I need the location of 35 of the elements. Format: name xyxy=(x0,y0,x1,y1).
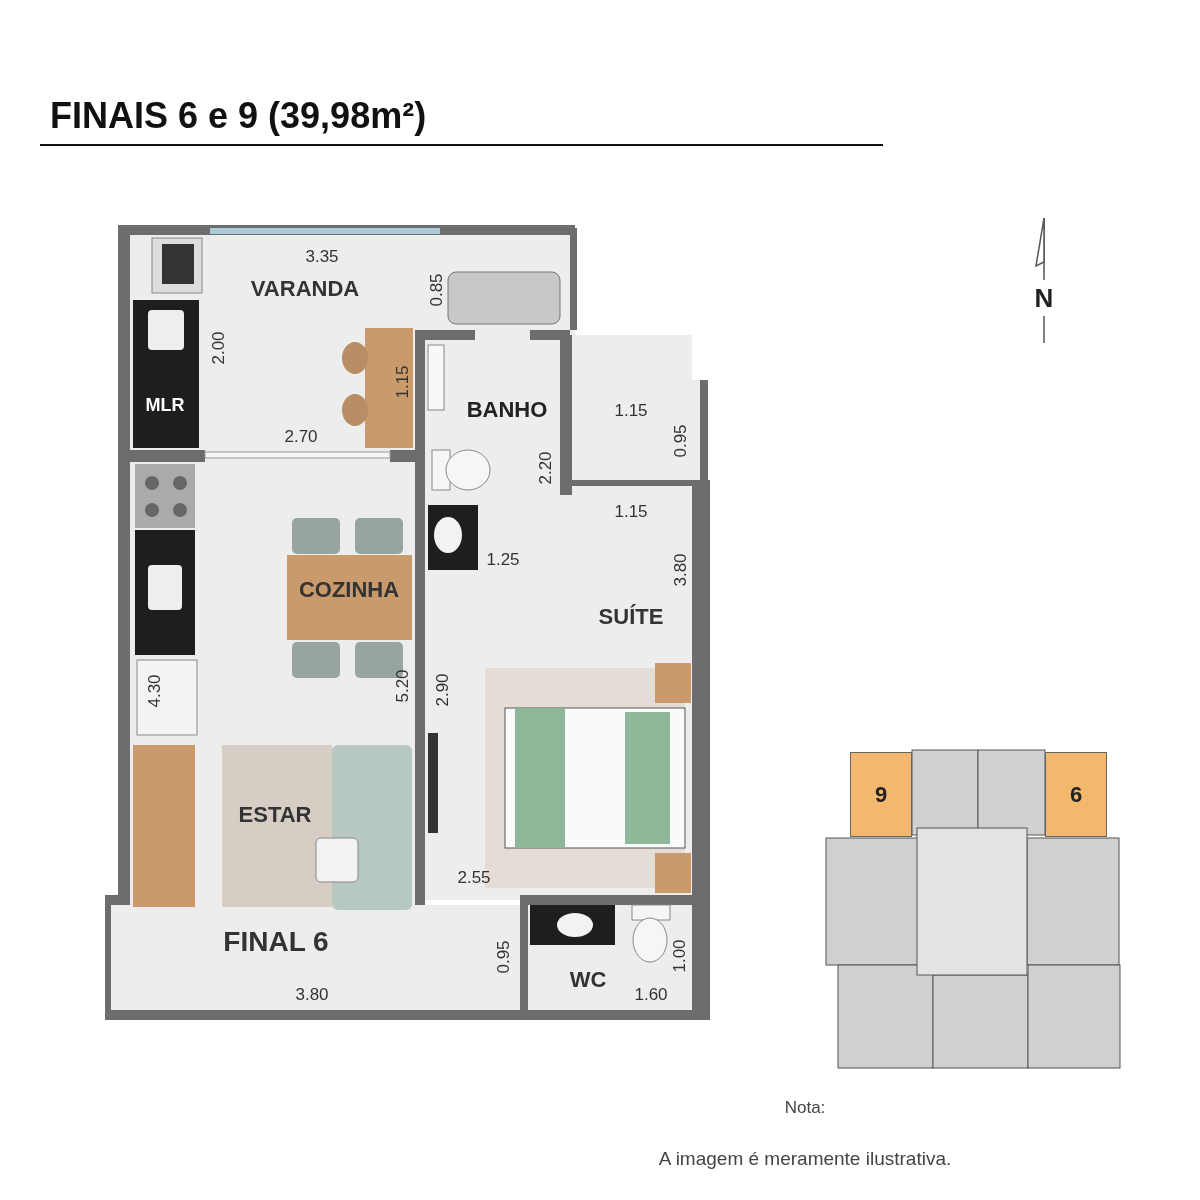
dimension-label: 0.95 xyxy=(671,424,691,458)
unit-number: 9 xyxy=(874,781,888,808)
note-heading: Nota: xyxy=(784,1098,826,1118)
unit-block xyxy=(850,752,912,837)
room-name: WC xyxy=(569,967,607,993)
dimension-label: 3.80 xyxy=(671,553,691,587)
dimension-label: 0.85 xyxy=(427,273,447,307)
unit-block xyxy=(1045,752,1107,837)
room-name: MLR xyxy=(145,394,185,416)
north-label: N xyxy=(1034,282,1054,314)
dimension-label: 2.90 xyxy=(433,673,453,707)
dimension-label: 2.55 xyxy=(457,868,491,888)
dimension-label: 1.15 xyxy=(614,401,648,421)
dimension-label: 1.15 xyxy=(393,365,413,399)
dimension-label: 3.80 xyxy=(295,985,329,1005)
dimension-label: 1.25 xyxy=(486,550,520,570)
dimension-label: 4.30 xyxy=(145,674,165,708)
room-name: SUÍTE xyxy=(598,604,664,630)
room-name: BANHO xyxy=(466,397,548,423)
dimension-label: 2.20 xyxy=(536,451,556,485)
note-text: A imagem é meramente ilustrativa. xyxy=(658,1148,952,1170)
dimension-label: 1.15 xyxy=(614,502,648,522)
dimension-label: 0.95 xyxy=(494,940,514,974)
dimension-label: 2.70 xyxy=(284,427,318,447)
room-name: COZINHA xyxy=(298,577,400,603)
dimension-label: 1.00 xyxy=(670,939,690,973)
dimension-label: 2.00 xyxy=(209,331,229,365)
unit-number: 6 xyxy=(1069,781,1083,808)
dimension-label: 5.20 xyxy=(393,669,413,703)
area-label: FINAL 6 xyxy=(223,926,329,958)
plan-title: FINAIS 6 e 9 (39,98m²) xyxy=(50,95,427,137)
dimension-label: 1.60 xyxy=(634,985,668,1005)
dimension-label: 3.35 xyxy=(305,247,339,267)
room-name: VARANDA xyxy=(250,276,360,302)
room-name: ESTAR xyxy=(238,802,312,828)
